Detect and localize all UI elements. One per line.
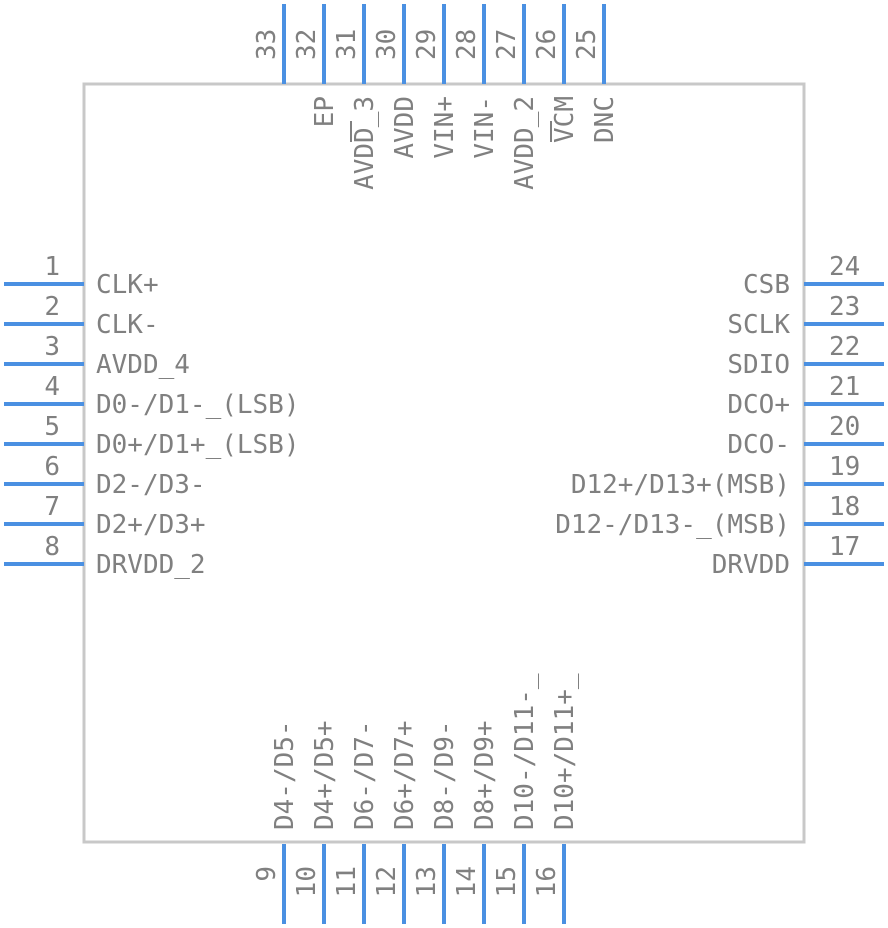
pin-name-21: DCO+ xyxy=(727,390,790,420)
pin-number-3: 3 xyxy=(44,332,60,362)
pin-number-1: 1 xyxy=(44,252,60,282)
pin-name-22: SDIO xyxy=(727,350,790,380)
ic-body xyxy=(82,82,806,844)
pin-number-32: 32 xyxy=(292,29,322,60)
pin-name-15: D10-/D11-_ xyxy=(510,673,540,830)
pin-number-6: 6 xyxy=(44,452,60,482)
pin-number-22: 22 xyxy=(829,332,860,362)
pin-number-27: 27 xyxy=(492,29,522,60)
pin-number-24: 24 xyxy=(829,252,860,282)
pin-name-30: AVDD xyxy=(390,96,420,159)
pin-number-2: 2 xyxy=(44,292,60,322)
pin-name-32: EP xyxy=(310,96,340,127)
pin-name-4: D0-/D1-_(LSB) xyxy=(96,390,300,420)
pin-number-11: 11 xyxy=(332,866,362,897)
pin-name-11: D6-/D7- xyxy=(350,720,380,830)
pin-name-20: DCO- xyxy=(727,430,790,460)
pin-name-17: DRVDD xyxy=(712,550,790,580)
pin-number-4: 4 xyxy=(44,372,60,402)
pin-name-27: AVDD_2 xyxy=(510,96,540,190)
pin-number-9: 9 xyxy=(252,866,282,882)
pin-number-29: 29 xyxy=(412,29,442,60)
pin-name-13: D8-/D9- xyxy=(430,720,460,830)
pin-number-7: 7 xyxy=(44,492,60,522)
pin-number-8: 8 xyxy=(44,532,60,562)
pin-number-19: 19 xyxy=(829,452,860,482)
pin-name-3: AVDD_4 xyxy=(96,350,190,380)
pin-number-14: 14 xyxy=(452,866,482,897)
pin-name-2: CLK- xyxy=(96,310,159,340)
pin-number-31: 31 xyxy=(332,29,362,60)
pin-name-24: CSB xyxy=(743,270,790,300)
pin-number-26: 26 xyxy=(532,29,562,60)
pin-name-18: D12-/D13-_(MSB) xyxy=(555,510,790,540)
pin-number-18: 18 xyxy=(829,492,860,522)
pin-name-25: DNC xyxy=(590,96,620,143)
pin-name-23: SCLK xyxy=(727,310,790,340)
pin-name-1: CLK+ xyxy=(96,270,159,300)
pin-number-15: 15 xyxy=(492,866,522,897)
pin-number-33: 33 xyxy=(252,29,282,60)
pin-name-16: D10+/D11+_ xyxy=(550,673,580,830)
pin-number-17: 17 xyxy=(829,532,860,562)
pin-name-9: D4-/D5- xyxy=(270,720,300,830)
pin-number-30: 30 xyxy=(372,29,402,60)
pin-name-26: VCM xyxy=(550,96,580,143)
pin-name-19: D12+/D13+(MSB) xyxy=(571,470,790,500)
pin-number-21: 21 xyxy=(829,372,860,402)
pin-name-7: D2+/D3+ xyxy=(96,510,206,540)
pin-name-5: D0+/D1+_(LSB) xyxy=(96,430,300,460)
pin-name-29: VIN+ xyxy=(430,96,460,159)
pin-number-10: 10 xyxy=(292,866,322,897)
pin-number-25: 25 xyxy=(572,29,602,60)
pin-name-31: AVDD_3 xyxy=(350,96,380,190)
pin-name-6: D2-/D3- xyxy=(96,470,206,500)
pin-number-16: 16 xyxy=(532,866,562,897)
pin-number-13: 13 xyxy=(412,866,442,897)
pin-number-5: 5 xyxy=(44,412,60,442)
pin-name-8: DRVDD_2 xyxy=(96,550,206,580)
pin-name-28: VIN- xyxy=(470,96,500,159)
pin-number-23: 23 xyxy=(829,292,860,322)
pin-name-10: D4+/D5+ xyxy=(310,720,340,830)
pins-layer xyxy=(4,4,884,924)
pin-number-12: 12 xyxy=(372,866,402,897)
pin-number-28: 28 xyxy=(452,29,482,60)
pin-number-20: 20 xyxy=(829,412,860,442)
pin-name-14: D8+/D9+ xyxy=(470,720,500,830)
pin-name-12: D6+/D7+ xyxy=(390,720,420,830)
